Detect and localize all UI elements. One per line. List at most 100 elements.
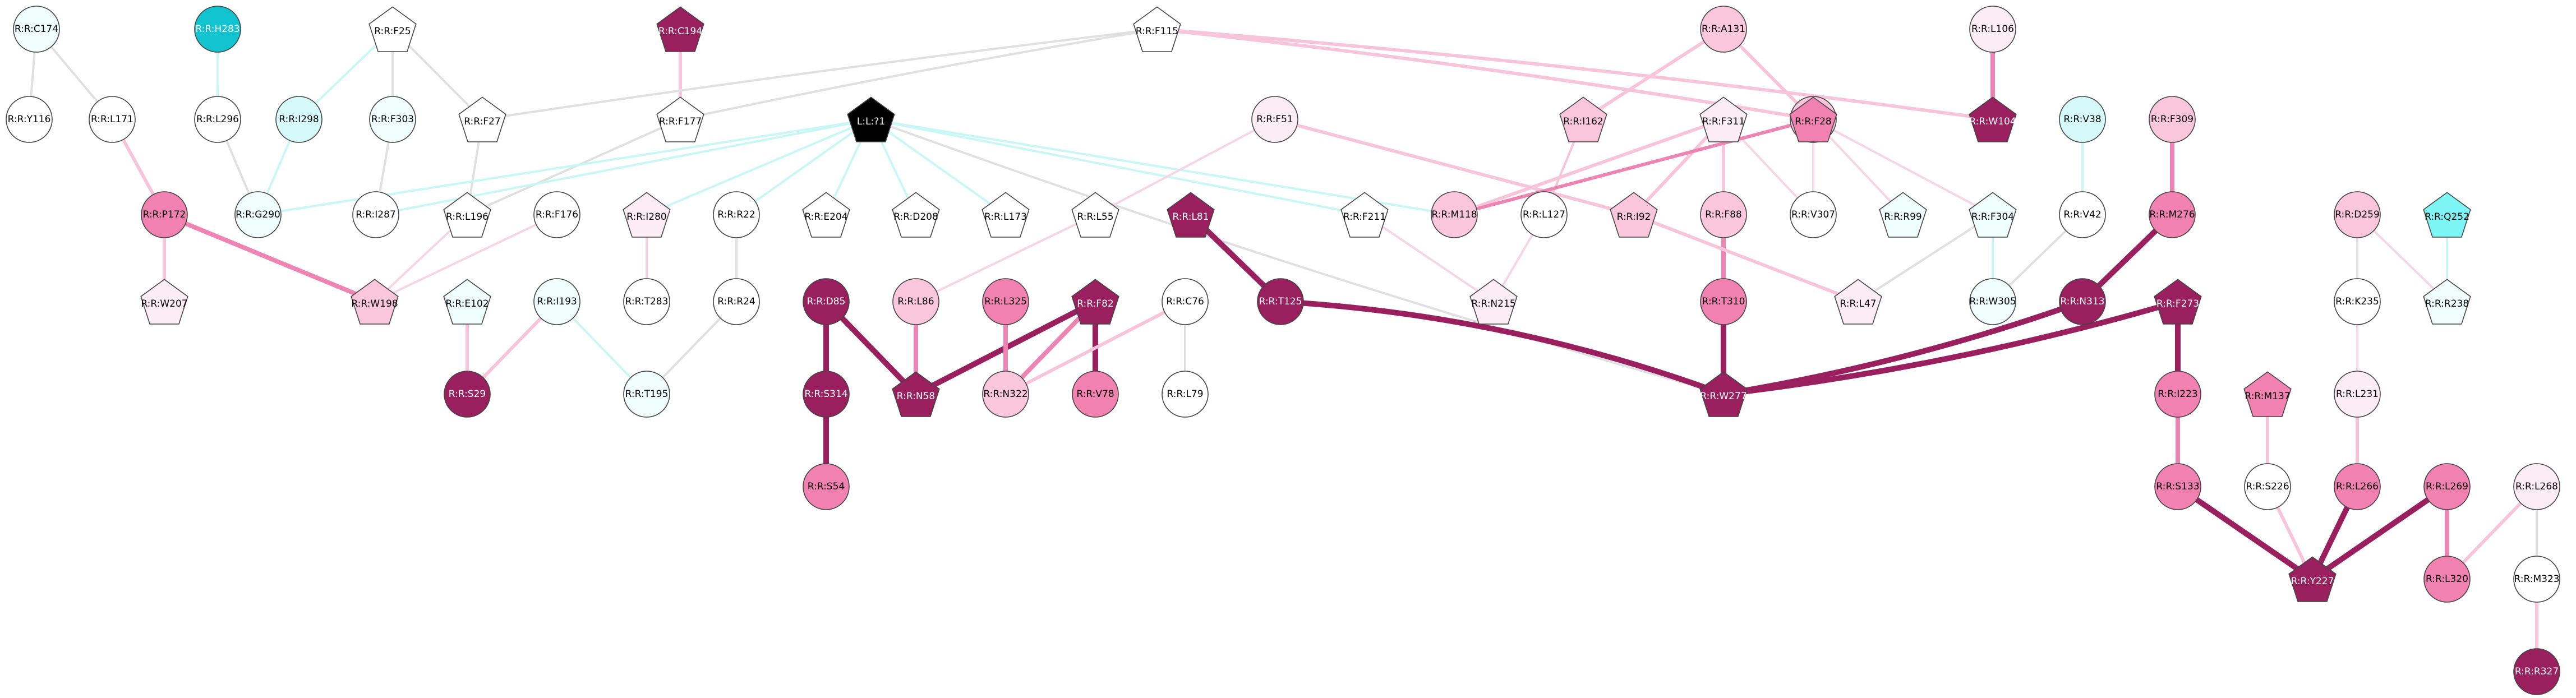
- node-label: R:R:L325: [984, 296, 1027, 307]
- pentagon-node-shape: [802, 192, 850, 238]
- node-t310: R:R:T310: [1700, 278, 1747, 325]
- node-label: R:R:M323: [2514, 574, 2559, 585]
- node-label: R:R:F176: [536, 209, 578, 220]
- node-label: R:R:I287: [356, 209, 396, 220]
- node-label: R:R:L55: [1077, 211, 1113, 223]
- node-l71: L:L:?1: [847, 96, 895, 142]
- node-f27: R:R:F27: [458, 96, 506, 142]
- circle-node-shape: [982, 371, 1029, 418]
- node-label: R:R:F115: [1136, 26, 1178, 37]
- node-label: R:R:W198: [351, 298, 398, 309]
- edge-l71-l173: [870, 118, 1007, 216]
- node-label: R:R:L296: [196, 114, 239, 125]
- node-c194: R:R:C194: [656, 6, 704, 52]
- node-f177: R:R:F177: [656, 96, 704, 142]
- node-f176: R:R:F176: [533, 191, 580, 238]
- pentagon-node-shape: [623, 192, 671, 238]
- edge-f115-f177: [679, 28, 1158, 121]
- node-f115: R:R:F115: [1133, 6, 1181, 52]
- node-label: R:R:G290: [236, 209, 280, 220]
- circle-node-shape: [1520, 191, 1568, 238]
- node-label: R:R:F273: [2156, 298, 2199, 309]
- node-label: R:R:F25: [374, 26, 411, 37]
- pentagon-node-shape: [892, 192, 940, 238]
- edge-f273-w277: [1721, 299, 2181, 397]
- node-l269: R:R:L269: [2423, 463, 2471, 510]
- node-l171: R:R:L171: [89, 96, 136, 143]
- edge-l71-w277: [870, 118, 1725, 395]
- node-l173: R:R:L173: [981, 192, 1030, 238]
- pentagon-node-shape: [443, 192, 491, 238]
- node-label: R:R:F304: [1971, 211, 2014, 223]
- edge-f176-w198: [374, 214, 558, 303]
- node-m323: R:R:M323: [2513, 556, 2560, 603]
- node-l106: R:R:L106: [1969, 6, 2016, 53]
- edge-l71-r22: [735, 118, 872, 216]
- node-label: R:R:C174: [15, 24, 58, 35]
- node-label: R:R:L231: [2336, 389, 2379, 400]
- node-label: R:R:R99: [1884, 211, 1921, 223]
- edge-f311-m118: [1453, 118, 1725, 216]
- node-label: R:R:N58: [897, 391, 935, 402]
- circle-node-shape: [89, 96, 136, 143]
- edge-f211-n215: [1363, 214, 1495, 303]
- node-label: R:R:L266: [2336, 481, 2379, 492]
- node-l268: R:R:L268: [2513, 463, 2560, 510]
- node-y116: R:R:Y116: [6, 96, 53, 143]
- pentagon-node-shape: [351, 279, 399, 325]
- circle-node-shape: [1431, 191, 1478, 238]
- pentagon-node-shape: [2423, 192, 2471, 238]
- node-label: R:R:A131: [1702, 24, 1745, 35]
- pentagon-node-shape: [1969, 96, 2017, 142]
- circle-node-shape: [2513, 556, 2560, 603]
- pentagon-node-shape: [1879, 192, 1927, 238]
- node-label: R:R:V38: [2063, 114, 2101, 125]
- node-label: R:R:S54: [808, 481, 845, 492]
- pentagon-node-shape: [1699, 371, 1748, 417]
- pentagon-node-shape: [656, 6, 704, 52]
- node-label: R:R:F82: [1077, 298, 1113, 309]
- node-s54: R:R:S54: [803, 463, 850, 510]
- node-label: R:R:S29: [449, 389, 486, 400]
- node-l55: R:R:L55: [1071, 192, 1119, 238]
- node-d259: R:R:D259: [2334, 191, 2381, 238]
- node-label: R:R:V307: [1791, 209, 1835, 220]
- circle-node-shape: [2059, 278, 2106, 325]
- node-label: R:R:F303: [371, 114, 414, 125]
- node-l196: R:R:L196: [443, 192, 491, 238]
- node-l325: R:R:L325: [982, 278, 1029, 325]
- node-label: R:R:I193: [537, 296, 577, 307]
- node-f211: R:R:F211: [1340, 192, 1389, 238]
- circle-node-shape: [623, 371, 670, 418]
- circle-node-shape: [1700, 6, 1747, 53]
- pentagon-node-shape: [2288, 556, 2337, 602]
- circle-node-shape: [1700, 191, 1747, 238]
- node-label: R:R:M118: [1431, 209, 1477, 220]
- node-label: R:R:T125: [1259, 296, 1302, 307]
- node-label: R:R:E102: [445, 298, 489, 309]
- circle-node-shape: [444, 371, 491, 418]
- node-w305: R:R:W305: [1969, 278, 2016, 325]
- circle-node-shape: [713, 191, 760, 238]
- pentagon-node-shape: [656, 96, 704, 142]
- edge-n313-w277: [1721, 299, 2085, 397]
- node-l47: R:R:L47: [1834, 279, 1882, 325]
- node-label: R:R:L173: [984, 211, 1027, 223]
- node-p172: R:R:P172: [141, 191, 188, 238]
- node-label: R:R:T195: [625, 389, 669, 400]
- node-k235: R:R:K235: [2334, 278, 2381, 325]
- node-i223: R:R:I223: [2154, 371, 2201, 418]
- node-d208: R:R:D208: [892, 192, 940, 238]
- edge-l71-i287: [375, 118, 872, 216]
- circle-node-shape: [1072, 371, 1119, 418]
- edge-f304-l47: [1857, 214, 1994, 303]
- node-label: R:R:I92: [1617, 211, 1651, 223]
- circle-node-shape: [2513, 648, 2560, 695]
- node-label: R:R:T310: [1702, 296, 1745, 307]
- node-f304: R:R:F304: [1969, 192, 2017, 238]
- pentagon-node-shape: [1071, 192, 1119, 238]
- node-c76: R:R:C76: [1162, 278, 1209, 325]
- circle-node-shape: [2423, 556, 2471, 603]
- node-label: R:R:W104: [1969, 116, 2016, 127]
